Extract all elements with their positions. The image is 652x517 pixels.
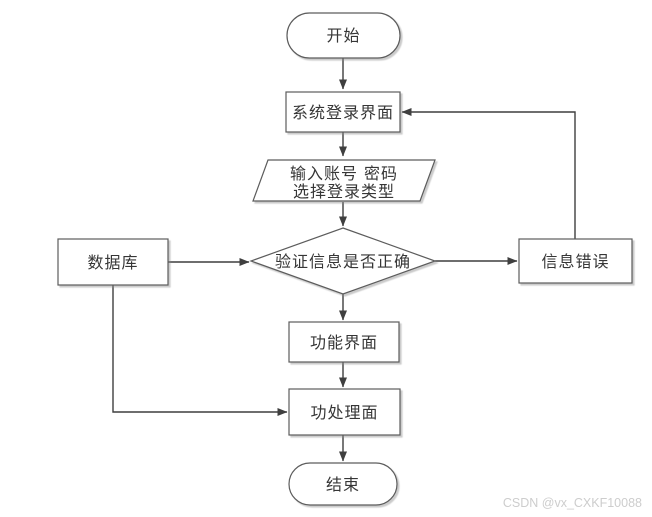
login-screen-process-shape: [285, 91, 401, 133]
processing-screen-process-shape: [288, 388, 401, 436]
verify-decision-shape: [249, 227, 437, 295]
input-credentials-label-line1: 输入账号 密码: [290, 164, 398, 183]
database-label: 数据库: [87, 253, 138, 272]
node-login-screen: 系统登录界面: [285, 91, 401, 133]
node-database: 数据库: [57, 238, 169, 286]
processing-screen-label: 功处理面: [310, 403, 378, 422]
watermark-text: CSDN @vx_CXKF10088: [503, 496, 642, 510]
node-processing-screen: 功处理面: [288, 388, 401, 436]
input-credentials-io-shape: [252, 159, 436, 202]
start-terminator-shape: [286, 12, 401, 59]
node-start: 开始: [286, 12, 401, 59]
info-error-process-shape: [518, 238, 633, 284]
node-input-credentials: 输入账号 密码 选择登录类型: [252, 159, 436, 202]
end-terminator-shape: [288, 462, 398, 506]
verify-label: 验证信息是否正确: [275, 252, 411, 271]
database-process-shape: [57, 238, 169, 286]
node-verify: 验证信息是否正确: [249, 227, 437, 295]
info-error-label: 信息错误: [541, 252, 609, 271]
function-screen-process-shape: [288, 321, 400, 363]
start-label: 开始: [326, 26, 360, 45]
node-function-screen: 功能界面: [288, 321, 400, 363]
edges: [112, 58, 576, 462]
function-screen-label: 功能界面: [310, 333, 378, 352]
edge-database-to-processing: [112, 285, 288, 416]
edge-error-to-login-feedback: [401, 108, 576, 239]
login-screen-label: 系统登录界面: [292, 103, 394, 122]
end-label: 结束: [326, 475, 360, 494]
node-end: 结束: [288, 462, 398, 506]
node-info-error: 信息错误: [518, 238, 633, 284]
input-credentials-label-line2: 选择登录类型: [293, 182, 395, 201]
